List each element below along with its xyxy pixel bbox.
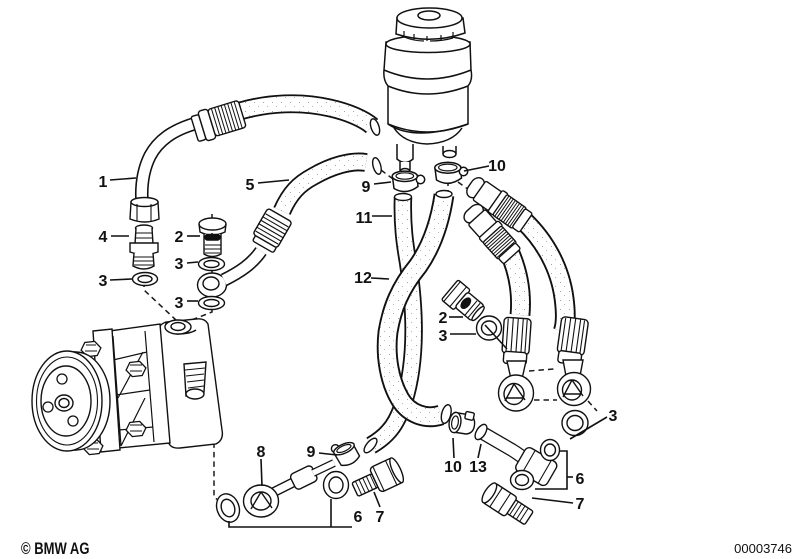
svg-text:3: 3 [609,408,618,425]
svg-text:9: 9 [362,179,371,196]
svg-text:© BMW AG: © BMW AG [21,541,89,559]
svg-text:2: 2 [439,310,448,327]
svg-text:7: 7 [576,496,585,513]
svg-text:1: 1 [99,174,108,191]
svg-text:3: 3 [439,328,448,345]
svg-text:3: 3 [175,256,184,273]
svg-text:4: 4 [99,229,108,246]
svg-text:13: 13 [469,459,487,476]
svg-text:00003746: 00003746 [734,541,792,556]
svg-text:5: 5 [246,177,255,194]
svg-text:3: 3 [175,295,184,312]
svg-text:9: 9 [307,444,316,461]
svg-text:11: 11 [356,210,373,227]
svg-text:12: 12 [354,270,372,287]
svg-text:6: 6 [576,471,585,488]
svg-text:10: 10 [488,158,506,175]
svg-text:7: 7 [376,509,385,526]
svg-text:3: 3 [99,273,108,290]
svg-text:6: 6 [354,509,363,526]
svg-text:2: 2 [175,229,184,246]
svg-text:10: 10 [444,459,462,476]
svg-text:8: 8 [257,444,266,461]
